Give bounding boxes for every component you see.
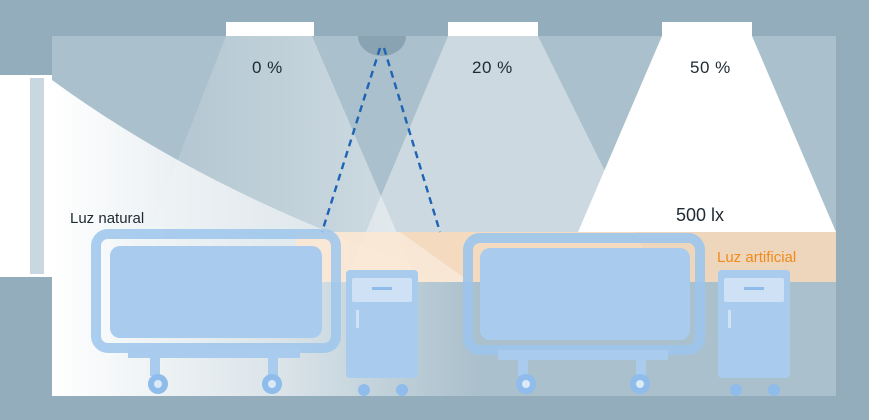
window-frame [30, 78, 44, 274]
lamp-3-dimming-label: 50 % [690, 59, 731, 76]
luminaire-2 [448, 22, 538, 36]
nightstand-2 [718, 270, 790, 396]
lamp-1-dimming-label: 0 % [252, 59, 283, 76]
natural-light-label: Luz natural [70, 211, 144, 226]
window-opening [0, 75, 52, 277]
nightstand-1 [346, 270, 418, 396]
illuminance-label: 500 lx [676, 206, 724, 224]
artificial-light-label: Luz artificial [717, 250, 796, 265]
luminaire-3 [662, 22, 752, 36]
lamp-2-dimming-label: 20 % [472, 59, 513, 76]
luminaire-1 [226, 22, 314, 36]
